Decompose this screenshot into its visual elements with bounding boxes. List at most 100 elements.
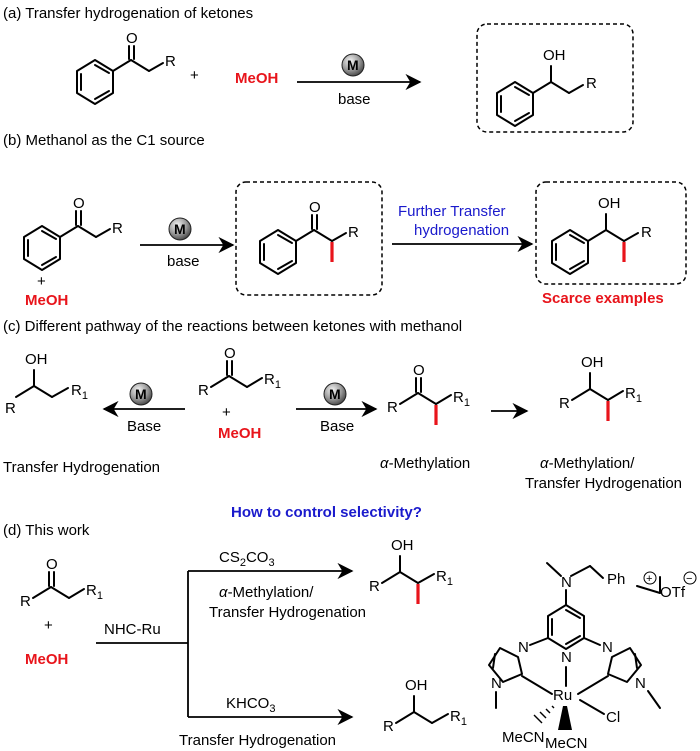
product-box-b1	[235, 181, 383, 296]
plus-sign: +	[37, 273, 46, 290]
arrow-c-left: M Base	[102, 382, 185, 435]
chloride-label: Cl	[606, 709, 620, 726]
nhc-ru-catalyst: N Ph N N N N N Ru Cl MeCN	[488, 562, 697, 751]
methanol-label: MeOH	[25, 292, 68, 309]
arrow-b1: M base	[140, 217, 235, 270]
branching-arrows-d: NHC-Ru CS2CO3 α-Methylation/ Transfer Hy…	[96, 549, 366, 749]
methylated-ketone-c: O R R1	[387, 362, 470, 425]
methanol-label: MeOH	[218, 425, 261, 442]
r-group: R	[641, 224, 652, 241]
hydroxyl-label: OH	[581, 354, 604, 371]
methylated-ketone-b: O R	[259, 199, 359, 275]
section-b-title: (b) Methanol as the C1 source	[3, 132, 205, 149]
mecn-bottom: MeCN	[545, 735, 588, 751]
r1-group: R1	[625, 385, 642, 405]
plus-sign: +	[44, 617, 53, 634]
r1-group: R1	[86, 582, 103, 602]
r-group: R	[165, 53, 176, 70]
transfer-hydrogenation-label: Transfer Hydrogenation	[3, 459, 160, 476]
r-group: R	[387, 399, 398, 416]
amine-n: N	[561, 574, 572, 591]
carbonyl-o: O	[413, 362, 425, 379]
methylated-alcohol-b: OH R	[551, 195, 652, 275]
metal-label: M	[174, 221, 186, 237]
methylated-alcohol-c: OH R R1	[559, 354, 642, 421]
imidazole-n-left-b: N	[491, 675, 502, 692]
alcohol-c-left: OH R R1	[5, 351, 88, 417]
transfer-hydrogenation-d2: Transfer Hydrogenation	[179, 732, 336, 749]
r1-group: R1	[436, 568, 453, 588]
hydroxyl-label: OH	[25, 351, 48, 368]
acetophenone-derivative-a: O R	[76, 30, 176, 105]
alpha-methylation-th-d-line1: α-Methylation/	[219, 584, 314, 601]
imidazole-n-right-b: N	[635, 675, 646, 692]
nhc-ru-label: NHC-Ru	[104, 621, 161, 638]
khco3-label: KHCO3	[226, 695, 275, 715]
r1-group: R1	[453, 389, 470, 409]
negative-charge	[683, 571, 697, 585]
metal-label: M	[347, 57, 359, 73]
r-group: R	[383, 718, 394, 735]
transfer-hydrogenation-d: Transfer Hydrogenation	[209, 604, 366, 621]
r1-group: R1	[71, 382, 88, 402]
phenyl-label: Ph	[607, 571, 625, 588]
r-group: R	[369, 578, 380, 595]
carbonyl-o: O	[224, 345, 236, 362]
mecn-left: MeCN	[502, 729, 545, 746]
r-group: R	[198, 382, 209, 399]
ketone-d: O R R1	[20, 556, 103, 610]
arrow-b2: Further Transfer hydrogenation	[392, 203, 534, 253]
plus-sign: +	[190, 67, 199, 84]
base-label: Base	[320, 418, 354, 435]
r1-group: R1	[264, 371, 281, 391]
alcohol-d-bottom: OH R R1	[383, 677, 467, 735]
alcohol-product-a: OH R	[496, 47, 597, 127]
product-box-a	[476, 23, 634, 133]
further-transfer-label: Further Transfer	[398, 203, 506, 220]
base-label: base	[338, 91, 371, 108]
r-group: R	[348, 224, 359, 241]
base-label: Base	[127, 418, 161, 435]
ketone-b: O R	[23, 195, 123, 271]
alpha-methylation-th-label-line1: α-Methylation/	[540, 455, 635, 472]
methylated-alcohol-d: OH R R1	[369, 537, 453, 604]
cs2co3-label: CS2CO3	[219, 549, 275, 569]
section-a-title: (a) Transfer hydrogenation of ketones	[3, 5, 253, 22]
carbonyl-o: O	[46, 556, 58, 573]
positive-charge	[643, 571, 657, 585]
metal-label: M	[135, 386, 147, 402]
hydrogenation-label: hydrogenation	[414, 222, 509, 239]
imidazole-n-right-a: N	[602, 639, 613, 656]
carbonyl-o: O	[309, 199, 321, 216]
hydroxyl-label: OH	[543, 47, 566, 64]
positive-charge-sign: +	[646, 573, 652, 585]
metal-label: M	[329, 386, 341, 402]
imidazole-n-left-a: N	[518, 639, 529, 656]
r1-group: R1	[450, 708, 467, 728]
plus-sign: +	[222, 404, 231, 421]
r-group: R	[586, 75, 597, 92]
r-group: R	[5, 400, 16, 417]
alpha-methylation-th-label-line2: Transfer Hydrogenation	[525, 475, 682, 492]
methanol-label: MeOH	[25, 651, 68, 668]
carbonyl-o: O	[73, 195, 85, 212]
section-d-title: (d) This work	[3, 522, 90, 539]
r-group: R	[112, 220, 123, 237]
hydroxyl-label: OH	[405, 677, 428, 694]
selectivity-question: How to control selectivity?	[231, 504, 422, 521]
arrow-a: M base	[297, 53, 422, 108]
ketone-c-center: O R R1	[198, 345, 281, 399]
product-box-b2	[535, 181, 687, 285]
methanol-label: MeOH	[235, 70, 278, 87]
hydroxyl-label: OH	[391, 537, 414, 554]
base-label: base	[167, 253, 200, 270]
pyridine-n: N	[561, 649, 572, 666]
alpha-methylation-label: α-Methylation	[380, 455, 470, 472]
carbonyl-o: O	[126, 30, 138, 47]
r-group: R	[559, 395, 570, 412]
section-c-title: (c) Different pathway of the reactions b…	[3, 318, 462, 335]
triflate-label: OTf	[660, 584, 686, 601]
r-group: R	[20, 593, 31, 610]
hydroxyl-label: OH	[598, 195, 621, 212]
